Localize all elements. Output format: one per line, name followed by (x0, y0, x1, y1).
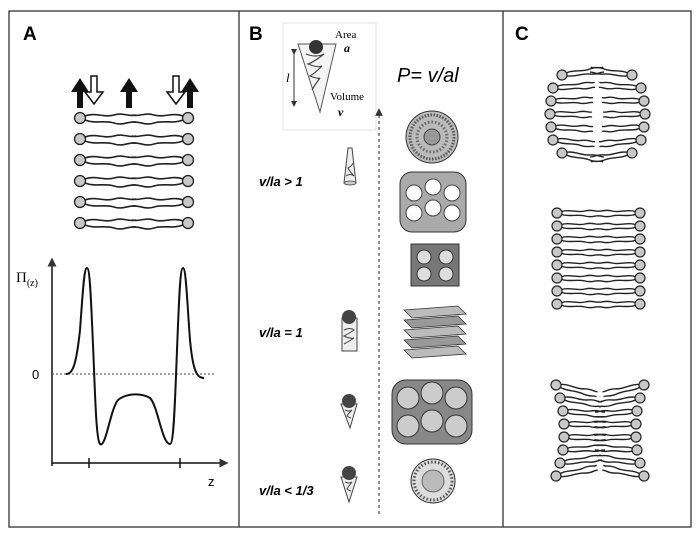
condition-label-equal: v/la = 1 (259, 325, 303, 340)
narrow-cone-shape-icon (340, 466, 358, 504)
area-symbol: a (344, 41, 350, 55)
micelle-aggregate (410, 458, 456, 504)
bilayer-a (73, 111, 194, 230)
cone-shape-icon (340, 394, 358, 430)
x-axis-label: z (208, 474, 215, 489)
bilayer-c-bottom (549, 378, 650, 483)
panel-c-letter: C (515, 24, 529, 45)
hexagonal-aggregate (391, 379, 473, 445)
figure-border (8, 10, 692, 528)
panel-a: A (16, 24, 229, 489)
head-group-icon (309, 40, 323, 54)
bilayer-c-top (544, 63, 650, 165)
area-label: Area (335, 29, 356, 41)
panel-c: C (515, 24, 650, 483)
inverted-micelle-aggregate (405, 110, 459, 164)
inverted-hexagonal-aggregate (399, 171, 467, 233)
zero-label: 0 (32, 367, 39, 382)
y-axis-label: Π (16, 270, 27, 286)
condition-label-greater: v/la > 1 (259, 174, 303, 189)
svg-text:Π(z): Π(z) (16, 270, 38, 289)
packing-parameter-formula: P= v/al (397, 65, 459, 87)
y-axis-subscript: (z) (27, 278, 38, 289)
molecular-shape-schematic: l Area a Volume v (282, 22, 377, 131)
panel-b: B l Area a Volume v P= v/al v/la > 1 v/l… (249, 22, 473, 514)
up-arrow-filled-icon (120, 78, 138, 108)
pressure-profile-plot: Π(z) 0 z (16, 257, 229, 489)
length-symbol: l (286, 70, 290, 85)
up-arrow-filled-icon (181, 78, 199, 108)
up-arrow-open-icon (83, 75, 105, 106)
bilayer-c-middle (551, 207, 645, 310)
condition-label-less: v/la < 1/3 (259, 483, 314, 498)
pressure-curve (65, 266, 205, 446)
volume-symbol: v (338, 105, 344, 119)
up-arrow-filled-icon (71, 78, 89, 108)
cylinder-shape-icon (341, 310, 358, 352)
volume-label: Volume (330, 91, 364, 103)
inverted-cone-shape-icon (343, 147, 357, 186)
panel-a-letter: A (23, 24, 37, 45)
up-arrow-open-icon (165, 75, 187, 106)
panel-b-letter: B (249, 24, 263, 45)
lamellar-aggregate (403, 305, 467, 359)
cubic-phase-aggregate (410, 243, 460, 287)
